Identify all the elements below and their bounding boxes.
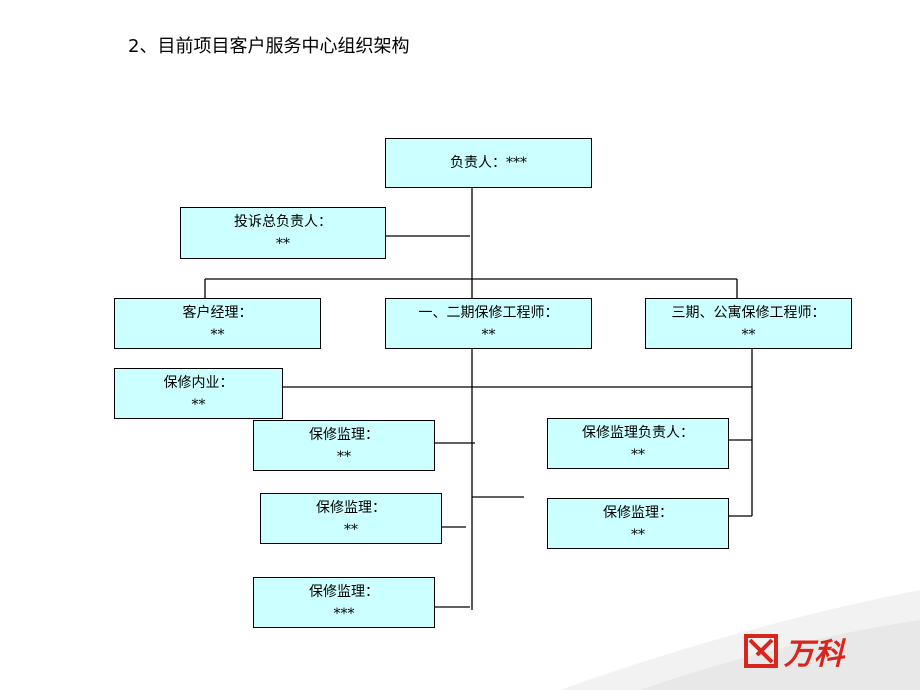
org-box-account-manager-role: 客户经理： bbox=[182, 304, 253, 321]
org-box-complaint-lead-role: 投诉总负责人： bbox=[234, 214, 332, 230]
org-box-supervisor-lead-name: ** bbox=[631, 446, 645, 463]
org-box-engineer-phase3-role: 三期、公寓保修工程师： bbox=[671, 304, 826, 321]
org-box-account-manager-name: ** bbox=[210, 326, 225, 343]
org-box-supervisor-2-role: 保修监理： bbox=[316, 499, 386, 516]
org-box-supervisor-4-role: 保修监理： bbox=[603, 504, 673, 521]
org-box-engineer-phase12: 一、二期保修工程师： ** bbox=[385, 298, 592, 349]
org-box-warranty-office: 保修内业： ** bbox=[114, 368, 283, 419]
org-box-complaint-lead-name: ** bbox=[276, 236, 290, 252]
org-box-engineer-phase12-name: ** bbox=[481, 326, 496, 343]
org-box-supervisor-4: 保修监理： ** bbox=[547, 498, 729, 549]
vanke-logo-text: 万科 bbox=[783, 637, 847, 672]
org-box-supervisor-1: 保修监理： ** bbox=[253, 420, 435, 471]
org-box-supervisor-3-name: *** bbox=[333, 605, 355, 622]
org-box-engineer-phase3-name: ** bbox=[741, 326, 756, 343]
org-box-supervisor-lead-role: 保修监理负责人： bbox=[582, 424, 694, 441]
org-box-account-manager: 客户经理： ** bbox=[114, 298, 321, 349]
org-box-warranty-office-role: 保修内业： bbox=[163, 374, 234, 391]
vanke-logo-icon bbox=[744, 634, 778, 668]
org-box-warranty-office-name: ** bbox=[191, 396, 206, 413]
org-box-supervisor-1-role: 保修监理： bbox=[309, 426, 379, 443]
org-box-supervisor-2-name: ** bbox=[344, 521, 358, 538]
org-box-complaint-lead: 投诉总负责人： ** bbox=[180, 207, 386, 259]
page-title: 2、目前项目客户服务中心组织架构 bbox=[128, 36, 410, 57]
org-box-engineer-phase3: 三期、公寓保修工程师： ** bbox=[645, 298, 852, 349]
org-box-supervisor-2: 保修监理： ** bbox=[260, 493, 442, 544]
org-box-head: 负责人：*** bbox=[385, 138, 592, 188]
org-box-supervisor-3: 保修监理： *** bbox=[253, 577, 435, 628]
vanke-logo: 万科 bbox=[744, 634, 847, 672]
org-box-supervisor-3-role: 保修监理： bbox=[309, 583, 379, 600]
org-box-supervisor-lead: 保修监理负责人： ** bbox=[547, 418, 729, 469]
org-box-engineer-phase12-role: 一、二期保修工程师： bbox=[418, 304, 559, 321]
org-box-head-role: 负责人：*** bbox=[450, 155, 527, 171]
org-box-supervisor-1-name: ** bbox=[337, 448, 351, 465]
org-box-supervisor-4-name: ** bbox=[631, 526, 645, 543]
